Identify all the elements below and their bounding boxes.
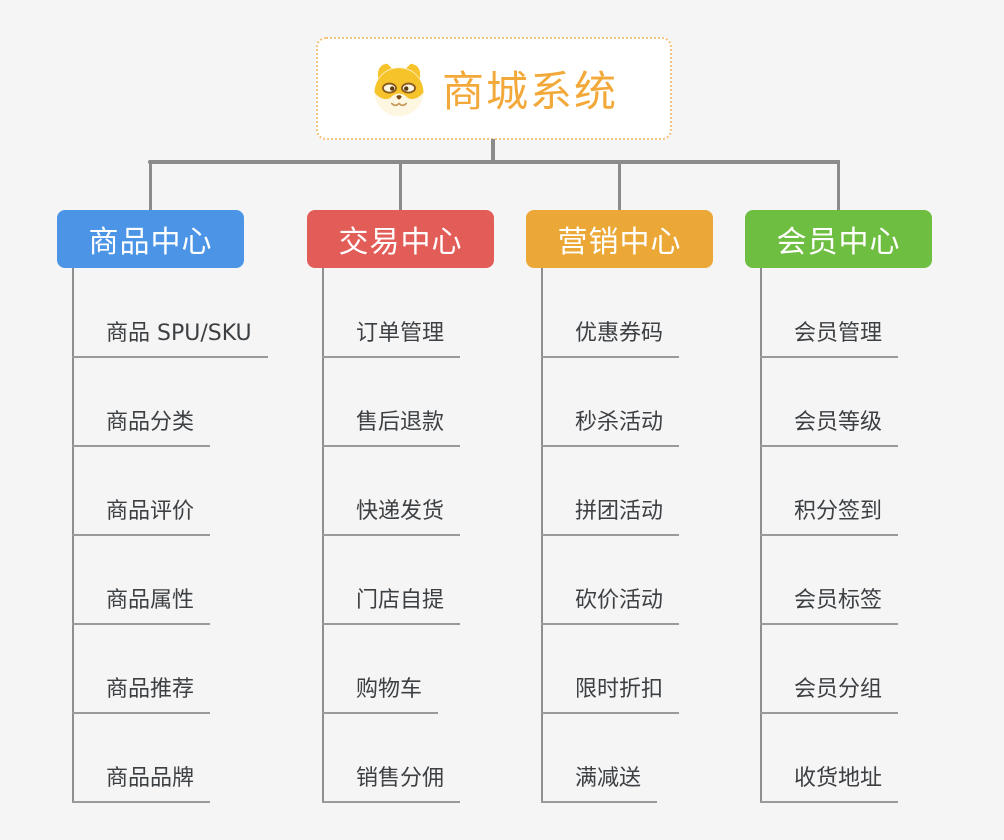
connector-branch-drop — [618, 160, 621, 210]
connector-branch-drop — [837, 160, 840, 210]
child-topic[interactable]: 门店自提 — [322, 586, 461, 625]
branch: 商品中心 商品 SPU/SKU 商品分类商品评价商品属性商品推荐商品品牌 — [57, 210, 268, 810]
root-topic-node[interactable]: 商城系统 — [316, 37, 672, 140]
child-topic[interactable]: 会员分组 — [760, 675, 899, 714]
shiba-dog-icon — [374, 63, 424, 116]
branch: 交易中心 订单管理售后退款快递发货门店自提购物车销售分佣 — [307, 210, 494, 810]
child-topic[interactable]: 商品属性 — [72, 586, 211, 625]
branch-node-3[interactable]: 营销中心 — [526, 210, 713, 268]
child-topic[interactable]: 商品品牌 — [72, 764, 211, 803]
child-topic[interactable]: 积分签到 — [760, 497, 899, 536]
child-topic[interactable]: 快递发货 — [322, 497, 461, 536]
child-topic[interactable]: 拼团活动 — [541, 497, 680, 536]
connector-branch-drop — [149, 160, 152, 210]
child-topic[interactable]: 满减送 — [541, 764, 658, 803]
branch-node-1[interactable]: 商品中心 — [57, 210, 244, 268]
connector-root-stem — [491, 139, 495, 164]
child-topic[interactable]: 会员标签 — [760, 586, 899, 625]
child-topic[interactable]: 商品评价 — [72, 497, 211, 536]
child-topic[interactable]: 订单管理 — [322, 319, 461, 358]
child-topic[interactable]: 秒杀活动 — [541, 408, 680, 447]
child-topic[interactable]: 商品 SPU/SKU — [72, 319, 268, 358]
child-topic[interactable]: 收货地址 — [760, 764, 899, 803]
child-topic[interactable]: 砍价活动 — [541, 586, 680, 625]
child-topic[interactable]: 销售分佣 — [322, 764, 461, 803]
branch: 营销中心 优惠券码秒杀活动拼团活动砍价活动限时折扣满减送 — [526, 210, 713, 810]
root-topic-title: 商城系统 — [441, 67, 618, 116]
child-topic[interactable]: 会员等级 — [760, 408, 899, 447]
child-topic[interactable]: 商品分类 — [72, 408, 211, 447]
child-topic[interactable]: 售后退款 — [322, 408, 461, 447]
branch-node-2[interactable]: 交易中心 — [307, 210, 494, 268]
branch: 会员中心 会员管理会员等级积分签到会员标签会员分组收货地址 — [745, 210, 932, 810]
child-topic[interactable]: 限时折扣 — [541, 675, 680, 714]
child-topic[interactable]: 购物车 — [322, 675, 439, 714]
child-topic[interactable]: 商品推荐 — [72, 675, 211, 714]
child-topic[interactable]: 优惠券码 — [541, 319, 680, 358]
child-topic[interactable]: 会员管理 — [760, 319, 899, 358]
branch-node-4[interactable]: 会员中心 — [745, 210, 932, 268]
connector-horizontal-bar — [148, 160, 840, 164]
connector-branch-drop — [399, 160, 402, 210]
